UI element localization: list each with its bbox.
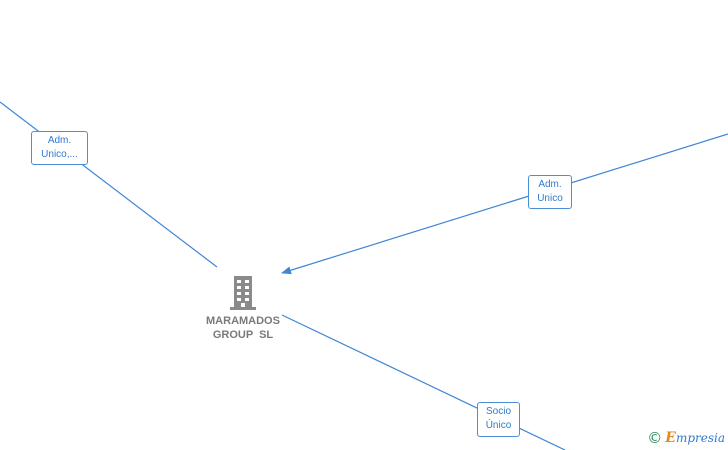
edge-label-adm-unico-left[interactable]: Adm. Unico,...	[31, 131, 88, 165]
brand-logo: Empresia	[665, 430, 725, 446]
edge-label-line1: Socio	[485, 406, 511, 417]
edge-label-line2: Unico	[537, 193, 563, 204]
watermark: © Empresia	[647, 429, 725, 447]
building-icon	[230, 276, 256, 310]
edge-label-line2: Unico,...	[41, 149, 78, 160]
edge-label-line2: Único	[485, 420, 512, 431]
company-name-line2: GROUP SL	[212, 329, 274, 341]
company-name: MARAMADOS GROUP SL	[198, 314, 288, 342]
brand-logo-rest: mpresia	[675, 431, 725, 445]
edge-label-socio-unico[interactable]: Socio Único	[477, 402, 520, 437]
edge-bottom-right	[281, 314, 566, 450]
edge-left-top	[0, 101, 218, 268]
edge-label-adm-unico-right[interactable]: Adm. Unico	[528, 175, 572, 209]
edge-right-top	[281, 133, 728, 275]
company-name-line1: MARAMADOS	[206, 315, 280, 327]
company-node[interactable]: MARAMADOS GROUP SL	[198, 276, 288, 342]
brand-logo-initial: E	[665, 430, 676, 446]
edge-label-line1: Adm.	[47, 135, 72, 146]
edge-label-line1: Adm.	[538, 179, 562, 190]
copyright-icon: ©	[647, 429, 663, 447]
